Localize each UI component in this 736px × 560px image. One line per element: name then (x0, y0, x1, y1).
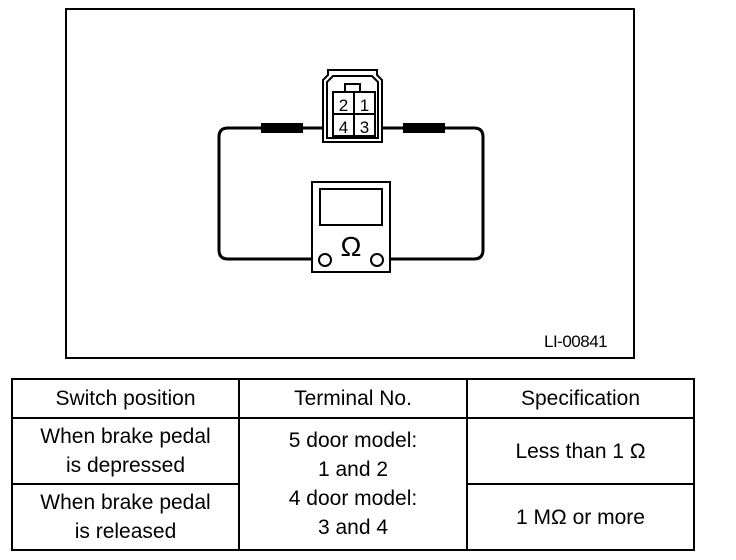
terminal-no-cell: 5 door model: 1 and 2 4 door model: 3 an… (238, 417, 468, 551)
probe-right (403, 123, 445, 133)
ohmmeter-icon: Ω (311, 181, 391, 273)
meter-terminal-right (370, 253, 384, 267)
terminal-2: 2 (339, 96, 348, 115)
table-row: When brake pedal is depressed 5 door mod… (11, 417, 695, 551)
table-header-row: Switch position Terminal No. Specificati… (11, 378, 695, 419)
switch-position-cell: When brake pedal is depressed (11, 417, 240, 485)
spec-table: Switch position Terminal No. Specificati… (11, 378, 695, 551)
cell-line: When brake pedal (40, 425, 211, 448)
meter-terminal-left (318, 253, 332, 267)
wire-left (217, 126, 334, 261)
terminal-3: 3 (360, 118, 369, 137)
cell-line: is depressed (65, 454, 186, 477)
cell-line: When brake pedal (40, 491, 211, 514)
figure-label: LI-00841 (544, 332, 608, 351)
cell-line: 5 door model: (288, 429, 418, 452)
header-switch-position: Switch position (11, 378, 240, 419)
header-specification: Specification (466, 378, 695, 419)
cell-line: 4 door model: (288, 487, 418, 510)
cell-line: 1 and 2 (317, 458, 389, 481)
terminal-4: 4 (339, 118, 348, 137)
diagram-frame (65, 8, 635, 359)
specification-cell: Less than 1 Ω (466, 417, 695, 485)
wire-right (372, 126, 485, 261)
header-terminal-no: Terminal No. (238, 378, 468, 419)
probe-left (261, 123, 303, 133)
specification-cell: 1 MΩ or more (466, 483, 695, 551)
cell-line: is released (74, 520, 177, 543)
table-row: When brake pedal is released 1 MΩ or mor… (11, 483, 695, 551)
cell-line: 3 and 4 (317, 516, 389, 539)
switch-position-cell: When brake pedal is released (11, 483, 240, 551)
ohm-symbol: Ω (341, 231, 362, 262)
connector: 2 1 4 3 (322, 69, 383, 143)
circuit-diagram: 2 1 4 3 Ω (217, 69, 485, 273)
terminal-1: 1 (360, 96, 369, 115)
